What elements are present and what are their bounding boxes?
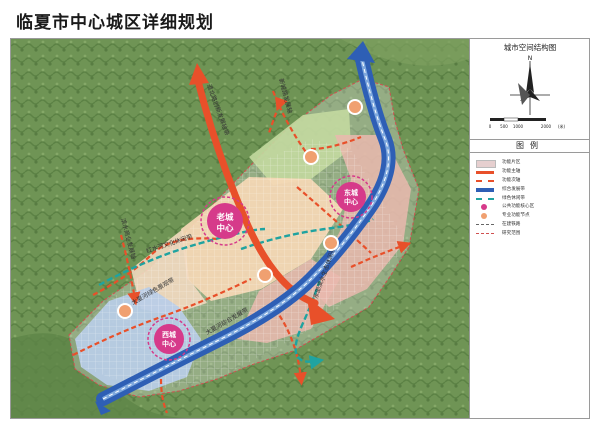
legend-item: 绿色休闲带 [476,195,588,204]
boundary-icon [476,233,494,235]
north-arrow-icon: N [510,55,550,115]
map-canvas[interactable]: 道北路创新发展轴带 新城路发展轴 滨水商业发展轴 红水河文化休闲带 大夏河绿色景… [11,39,469,418]
svg-text:500: 500 [500,124,508,129]
svg-text:中心: 中心 [216,223,234,234]
svg-text:1000: 1000 [513,124,524,129]
svg-text:2000: 2000 [541,124,552,129]
legend-item: 综合发展带 [476,186,588,195]
svg-text:0: 0 [489,124,492,129]
dashed-line-icon [476,179,494,182]
svg-text:中心: 中心 [162,339,176,348]
legend-item: 功能片区 [476,159,588,168]
svg-text:(米): (米) [558,123,566,129]
function-nodes [117,99,363,319]
side-panel: 城市空间结构图 N 0 500 1000 2000 (米) 图例 [469,39,590,418]
legend-item: 功能次轴 [476,177,588,186]
river-development-band [96,48,396,406]
node-circle-icon [481,213,487,220]
function-node [257,267,273,283]
function-node [347,99,363,115]
legend-item: 公共功能核心区 [476,203,588,212]
structure-map-title: 城市空间结构图 [503,43,557,52]
center-oldtown[interactable]: 老城 中心 [200,196,250,246]
legend-item: 专业功能节点 [476,212,588,221]
svg-text:东城: 东城 [344,188,358,197]
function-node [117,303,133,319]
legend-title: 图例 [470,139,590,153]
secondary-axes [72,90,412,414]
structure-map: 道北路创新发展轴带 新城路发展轴 滨水商业发展轴 红水河文化休闲带 大夏河绿色景… [11,39,469,418]
svg-text:老城: 老城 [215,212,234,223]
center-east[interactable]: 东城 中心 [329,175,373,219]
page-title: 临夏市中心城区详细规划 [16,13,214,33]
main-function-axis [193,73,319,307]
dashed-band-icon [476,197,494,200]
svg-text:N: N [528,55,533,62]
legend-item: 在建铁路 [476,221,588,230]
function-node [323,235,339,251]
function-node [303,149,319,165]
area-fill-icon [476,160,496,168]
map-sheet: 道北路创新发展轴带 新城路发展轴 滨水商业发展轴 红水河文化休闲带 大夏河绿色景… [10,38,590,419]
legend-item: 功能主轴 [476,168,588,177]
core-circle-icon [481,204,487,211]
thick-line-icon [476,170,494,174]
legend-item: 研究范围 [476,230,588,239]
scale-bar: 0 500 1000 2000 (米) [488,115,578,129]
center-west[interactable]: 西城 中心 [147,317,191,361]
rail-icon [476,224,494,226]
legend-list: 功能片区 功能主轴 功能次轴 综合发展带 绿色休闲带 公共功能核心区 [476,159,588,239]
band-icon [476,187,494,192]
svg-text:中心: 中心 [344,197,358,206]
svg-text:西城: 西城 [162,330,176,339]
